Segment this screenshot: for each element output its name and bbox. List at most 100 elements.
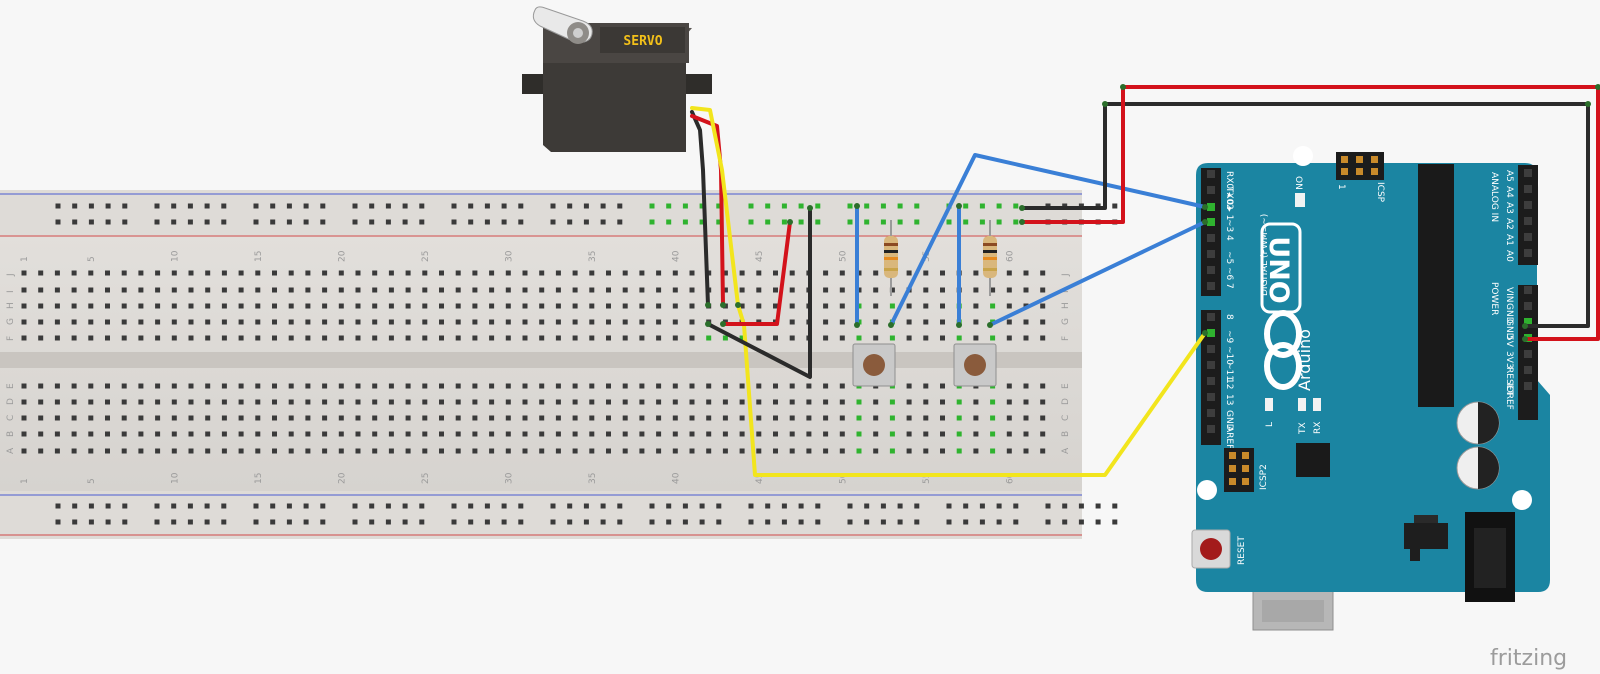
- breadboard-hole: [88, 303, 94, 309]
- breadboard-hole: [439, 287, 444, 293]
- breadboard-hole: [221, 399, 227, 405]
- breadboard-hole: [990, 415, 996, 421]
- breadboard-hole: [1006, 431, 1012, 437]
- breadboard-hole: [455, 448, 461, 454]
- breadboard-hole: [639, 287, 645, 293]
- breadboard-hole: [689, 319, 695, 325]
- breadboard-hole: [238, 303, 244, 309]
- breadboard-hole: [205, 431, 211, 437]
- rail-hole: [682, 519, 688, 525]
- breadboard-hole: [422, 415, 428, 421]
- digital-pin-label: ~10: [1224, 346, 1234, 365]
- column-number: 20: [337, 250, 347, 262]
- wire-blue-button-2-pin3: [988, 220, 1207, 327]
- breadboard-hole: [555, 383, 561, 389]
- breadboard-hole: [288, 335, 294, 341]
- breadboard-hole: [455, 431, 461, 437]
- breadboard-hole: [355, 399, 361, 405]
- breadboard-hole: [221, 270, 227, 276]
- breadboard-hole: [305, 431, 311, 437]
- rail-hole: [303, 519, 309, 525]
- breadboard-hole: [405, 383, 411, 389]
- breadboard-hole: [105, 287, 110, 293]
- breadboard-hole: [288, 319, 294, 325]
- rail-hole: [914, 219, 920, 225]
- breadboard-hole: [54, 335, 60, 341]
- breadboard-hole: [372, 431, 378, 437]
- breadboard-hole: [589, 383, 595, 389]
- breadboard-hole: [88, 431, 94, 437]
- rail-hole: [864, 203, 870, 209]
- breadboard-hole: [906, 399, 912, 405]
- push-button-2[interactable]: [953, 343, 997, 387]
- breadboard-hole: [105, 415, 110, 421]
- rail-hole: [518, 219, 524, 225]
- breadboard-hole: [1040, 399, 1046, 405]
- breadboard-hole: [255, 303, 261, 309]
- breadboard-hole: [539, 335, 545, 341]
- rail-hole: [550, 219, 556, 225]
- rail-hole: [88, 219, 94, 225]
- breadboard-hole: [973, 415, 979, 421]
- resistor-band: [983, 268, 997, 271]
- breadboard-hole: [572, 270, 578, 276]
- icsp2-pin: [1229, 465, 1236, 472]
- column-number: 10: [170, 472, 180, 484]
- breadboard-hole: [589, 303, 595, 309]
- breadboard-hole: [906, 448, 912, 454]
- reset-button-cap[interactable]: [1200, 538, 1222, 560]
- infinity-logo-left: [1264, 310, 1302, 358]
- breadboard-hole: [973, 399, 979, 405]
- breadboard-hole: [88, 335, 94, 341]
- rail-hole: [996, 219, 1002, 225]
- breadboard-hole: [839, 399, 845, 405]
- breadboard-hole: [405, 448, 411, 454]
- header-pin: [1524, 286, 1532, 294]
- breadboard-hole: [322, 383, 328, 389]
- breadboard-hole: [572, 399, 578, 405]
- row-letter: E: [6, 383, 16, 389]
- breadboard-hole: [522, 431, 528, 437]
- breadboard-hole: [439, 431, 444, 437]
- breadboard-hole: [622, 415, 628, 421]
- breadboard-hole: [889, 303, 895, 309]
- rail-hole: [385, 219, 391, 225]
- row-letter: C: [1061, 415, 1071, 421]
- breadboard-hole: [572, 383, 578, 389]
- breadboard-hole: [505, 319, 511, 325]
- wire-endpoint: [720, 302, 726, 308]
- breadboard-hole: [188, 319, 194, 325]
- breadboard-hole: [906, 303, 912, 309]
- column-number: 60: [1005, 472, 1015, 484]
- breadboard-hole: [138, 448, 144, 454]
- breadboard-hole: [722, 270, 728, 276]
- breadboard-hole: [188, 303, 194, 309]
- breadboard-hole: [923, 287, 929, 293]
- rail-hole: [352, 519, 358, 525]
- breadboard-hole: [806, 415, 812, 421]
- rail-hole: [979, 203, 985, 209]
- mounting-hole: [1197, 480, 1217, 500]
- breadboard-holes: [21, 270, 1046, 454]
- rail-hole: [897, 503, 903, 509]
- breadboard-hole: [272, 319, 277, 325]
- rail-hole: [1045, 519, 1051, 525]
- rail-hole: [847, 519, 853, 525]
- push-button-cap[interactable]: [863, 354, 885, 376]
- rail-hole: [996, 519, 1002, 525]
- breadboard-hole: [355, 303, 361, 309]
- breadboard-hole: [589, 287, 595, 293]
- breadboard-hole: [823, 383, 829, 389]
- breadboard-hole: [238, 335, 244, 341]
- breadboard-hole: [205, 448, 211, 454]
- breadboard-hole: [472, 303, 478, 309]
- rail-hole: [550, 519, 556, 525]
- push-button-cap[interactable]: [964, 354, 986, 376]
- push-button-1[interactable]: [852, 343, 896, 387]
- header-pin: [1524, 185, 1532, 193]
- breadboard-hole: [288, 431, 294, 437]
- rail-hole: [914, 519, 920, 525]
